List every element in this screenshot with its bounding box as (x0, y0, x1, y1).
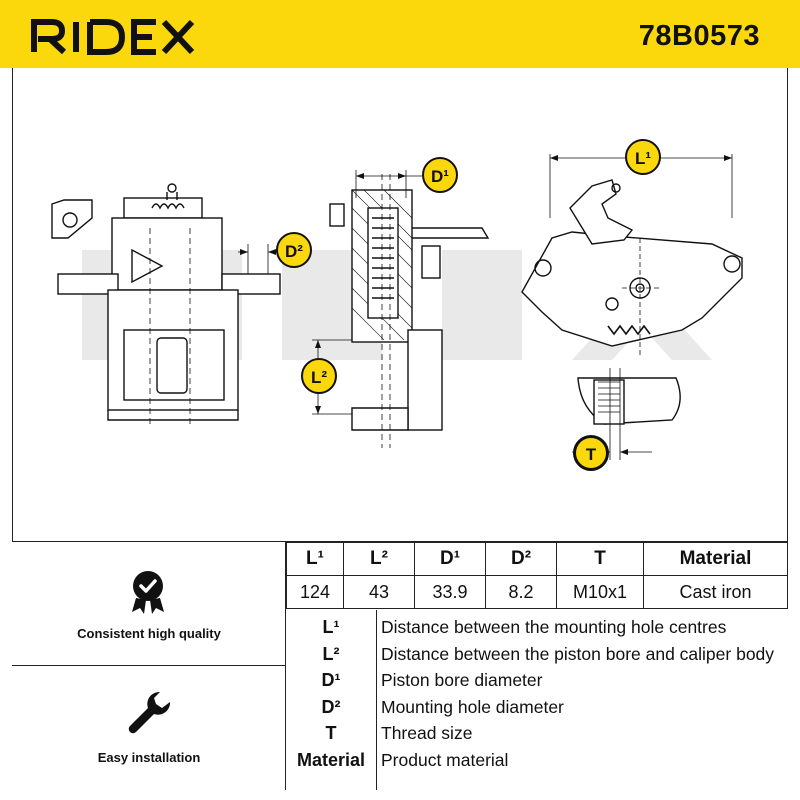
legend-row: L² Distance between the piston bore and … (286, 641, 788, 667)
legend-desc: Mounting hole diameter (381, 697, 564, 717)
header-bar: 78B0573 (0, 0, 800, 68)
spec-header-l1: L¹ (286, 542, 344, 576)
feature-quality-label: Consistent high quality (77, 626, 221, 641)
legend-desc: Distance between the mounting hole centr… (381, 617, 727, 637)
legend-row: D¹ Piston bore diameter (286, 667, 788, 693)
callout-t-label: T (586, 445, 597, 464)
shield-check-icon (132, 571, 164, 614)
legend-key: Material (296, 750, 366, 770)
spec-value-d1: 33.9 (414, 575, 486, 609)
callout-d2: D² (276, 232, 312, 268)
spec-value-d2: 8.2 (485, 575, 557, 609)
legend-desc: Distance between the piston bore and cal… (381, 644, 775, 664)
spec-header-d2: D² (485, 542, 557, 576)
drawing-frame (12, 68, 788, 542)
spec-header-row: L¹ L² D¹ D² T Material (286, 542, 788, 576)
spec-legend: L¹ Distance between the mounting hole ce… (286, 610, 788, 790)
legend-key: D¹ (321, 670, 341, 690)
legend-row: L¹ Distance between the mounting hole ce… (286, 614, 788, 640)
spec-header-l2: L² (343, 542, 415, 576)
legend-row: D² Mounting hole diameter (286, 694, 788, 720)
callout-l1: L¹ (625, 139, 661, 175)
part-number: 78B0573 (638, 20, 760, 52)
callout-t: T (573, 435, 609, 471)
callout-l2-label: L² (311, 368, 327, 387)
thread-section (572, 368, 681, 460)
legend-key: L² (322, 644, 340, 664)
callout-d1-label: D¹ (431, 167, 449, 186)
legend-key: L¹ (322, 617, 340, 637)
ridex-logo (31, 19, 195, 55)
technical-drawing: L¹ D¹ D² L² T (51, 139, 743, 471)
spec-value-l1: 124 (286, 575, 344, 609)
legend-row: Material Product material (286, 747, 788, 773)
spec-value-row: 124 43 33.9 8.2 M10x1 Cast iron (286, 575, 788, 609)
feature-panel: Consistent high quality Easy installatio… (12, 542, 286, 790)
spec-header-material: Material (643, 542, 788, 576)
feature-installation: Easy installation (12, 666, 286, 790)
legend-desc: Product material (381, 750, 509, 770)
caliper-rear-view (521, 154, 743, 358)
legend-desc: Thread size (381, 723, 473, 743)
legend-key: T (325, 723, 337, 743)
spec-header-d1: D¹ (414, 542, 486, 576)
legend-key: D² (321, 697, 341, 717)
caliper-front-view (51, 183, 294, 428)
legend-desc: Piston bore diameter (381, 670, 543, 690)
legend-divider (376, 610, 377, 790)
callout-l1-label: L¹ (635, 149, 651, 168)
caliper-section-view (312, 170, 490, 448)
callout-l2: L² (301, 358, 337, 394)
callout-d2-label: D² (285, 242, 303, 261)
callout-d1: D¹ (422, 157, 458, 193)
spec-table: L¹ L² D¹ D² T Material 124 43 33.9 8.2 M… (286, 542, 788, 609)
legend-row: T Thread size (286, 720, 788, 746)
feature-quality: Consistent high quality (12, 542, 286, 666)
spec-value-l2: 43 (343, 575, 415, 609)
spec-section: Consistent high quality Easy installatio… (12, 542, 788, 790)
spec-value-material: Cast iron (643, 575, 788, 609)
spec-value-t: M10x1 (556, 575, 644, 609)
spec-header-t: T (556, 542, 644, 576)
wrench-icon (128, 691, 171, 734)
feature-installation-label: Easy installation (97, 750, 201, 765)
